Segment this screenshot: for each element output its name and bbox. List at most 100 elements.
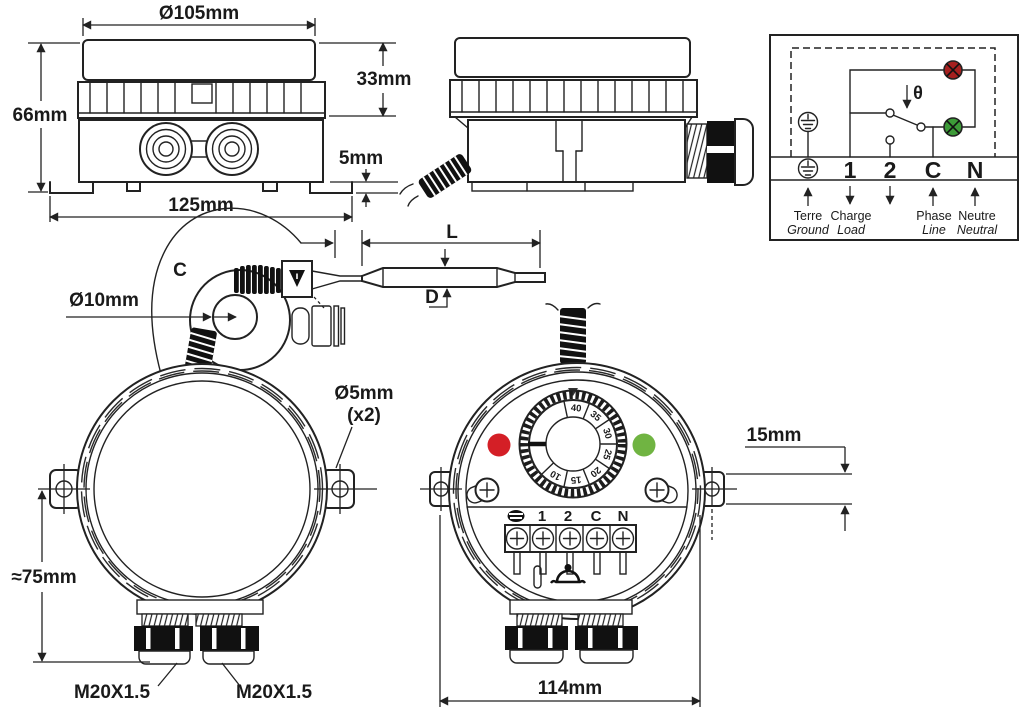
ear-height-label: 15mm	[747, 425, 802, 446]
ear-holes	[38, 464, 377, 514]
mounting-feet	[49, 181, 353, 194]
switch-pivot	[885, 108, 895, 118]
dim-probe-length: L	[334, 222, 541, 268]
cable-channel	[555, 119, 583, 183]
capillary-probe-assembly: C Ø10mm L D	[66, 207, 546, 375]
cable-gland-side	[686, 118, 754, 186]
front-terminal-c: C	[591, 508, 602, 525]
clip-leader	[313, 296, 325, 309]
ring-ribs	[89, 81, 302, 114]
terminal-1: 1	[844, 157, 857, 183]
wiring-diagram: θ 1 2 C N Terre Ground Charge Load Phase…	[769, 34, 1019, 241]
side-view-front: Ø105mm 33mm 66mm 5mm 125mm	[13, 3, 412, 222]
legend-arrows	[803, 186, 980, 206]
green-lamp-symbol	[943, 117, 963, 137]
terminal-block	[504, 524, 637, 575]
cable-end	[399, 183, 419, 207]
ribbed-ring	[449, 79, 698, 118]
dial-number-40: 40	[570, 403, 581, 415]
capillary-label: C	[173, 260, 187, 281]
bell-icon	[550, 564, 586, 584]
wiring-dashed-box	[790, 47, 996, 157]
legend-neutral: Neutral	[957, 223, 999, 237]
dim-height-75: ≈75mm	[11, 490, 150, 663]
cable-spring-top	[545, 302, 601, 364]
lid-outline	[82, 39, 316, 81]
capillary-tube	[311, 270, 363, 290]
hole-leader	[335, 426, 353, 469]
dim-base-125: 125mm	[49, 195, 353, 222]
terminal-labels: 1 2 C N	[507, 508, 629, 525]
ear-holes	[420, 467, 737, 540]
front-terminal-1: 1	[538, 508, 546, 525]
dim-label-33: 33mm	[357, 69, 412, 90]
switch-contact-c	[916, 122, 926, 132]
dim-label-105: Ø105mm	[159, 3, 239, 24]
coil-diameter-label: Ø10mm	[69, 290, 139, 311]
legend-terre: Terre	[794, 209, 823, 223]
dial-knurl	[520, 391, 626, 497]
dial-number-10: 10	[549, 468, 564, 483]
gland-bracket	[509, 599, 633, 615]
capillary-arc	[151, 207, 302, 375]
width-label: 114mm	[538, 678, 602, 699]
thermostat-dial: 40 35 30 25 20 15 10	[518, 388, 628, 499]
probe-diameter-label: D	[425, 287, 439, 308]
cable-glands	[134, 613, 259, 665]
dim-label-125: 125mm	[168, 195, 234, 216]
dim-label-5: 5mm	[339, 148, 383, 169]
cable-entry-bosses	[139, 122, 259, 176]
terminal-2: 2	[884, 157, 897, 183]
lid-clip	[191, 83, 213, 104]
dim-total-66: 66mm	[13, 42, 80, 193]
height-label: ≈75mm	[11, 567, 76, 588]
gland-thread	[686, 123, 708, 179]
bellows	[234, 265, 281, 294]
terminal-c: C	[925, 157, 942, 183]
front-view: 40 35 30 25 20 15 10 1 2 C N	[420, 302, 852, 707]
wiring-border	[769, 34, 1019, 241]
ground-symbol-terminal	[797, 158, 819, 179]
ring-ribs	[461, 79, 684, 113]
legend-ground: Ground	[787, 223, 830, 237]
wire-slots	[513, 551, 627, 575]
side-view-lateral	[399, 37, 754, 207]
back-view: Ø5mm (x2) ≈75mm M20X1.5 M20X1.5	[11, 327, 394, 703]
red-lamp-symbol	[943, 60, 963, 80]
gland-bracket	[136, 599, 264, 615]
circuit-lines	[849, 69, 976, 158]
dial-number-15: 15	[570, 473, 582, 485]
enclosure-outer	[76, 363, 328, 615]
terminal-screws	[505, 527, 635, 550]
dim-diameter-105: Ø105mm	[82, 3, 316, 36]
gland-leader-right	[221, 662, 241, 687]
gland-cap	[734, 118, 754, 186]
dim-ear-15: 15mm	[726, 425, 852, 531]
legend-line: Line	[922, 223, 946, 237]
ribbed-ring	[77, 81, 326, 119]
body-outline	[78, 119, 324, 183]
front-terminal-2: 2	[564, 508, 572, 525]
front-terminal-n: N	[618, 508, 629, 525]
green-led	[632, 433, 656, 457]
dial-number-30: 30	[600, 427, 614, 440]
lid-outline	[454, 37, 691, 78]
hole-diameter-label: Ø5mm	[334, 383, 393, 404]
mounting-clip	[291, 305, 346, 347]
legend-load: Load	[837, 223, 866, 237]
dim-label-66: 66mm	[13, 105, 68, 126]
gland-slot	[707, 146, 735, 153]
dim-probe-diameter: D	[425, 249, 452, 308]
base-plate	[471, 181, 634, 192]
gland-label-left: M20X1.5	[74, 682, 150, 703]
dial-number-25: 25	[600, 448, 614, 462]
left-lug-screw	[466, 477, 500, 504]
red-led	[487, 433, 511, 457]
legend-phase: Phase	[916, 209, 951, 223]
dial-ticks	[541, 401, 617, 487]
cable-spring	[185, 327, 217, 371]
ground-symbol-top	[797, 111, 819, 158]
theta-label: θ	[913, 83, 923, 103]
legend-charge: Charge	[831, 209, 872, 223]
